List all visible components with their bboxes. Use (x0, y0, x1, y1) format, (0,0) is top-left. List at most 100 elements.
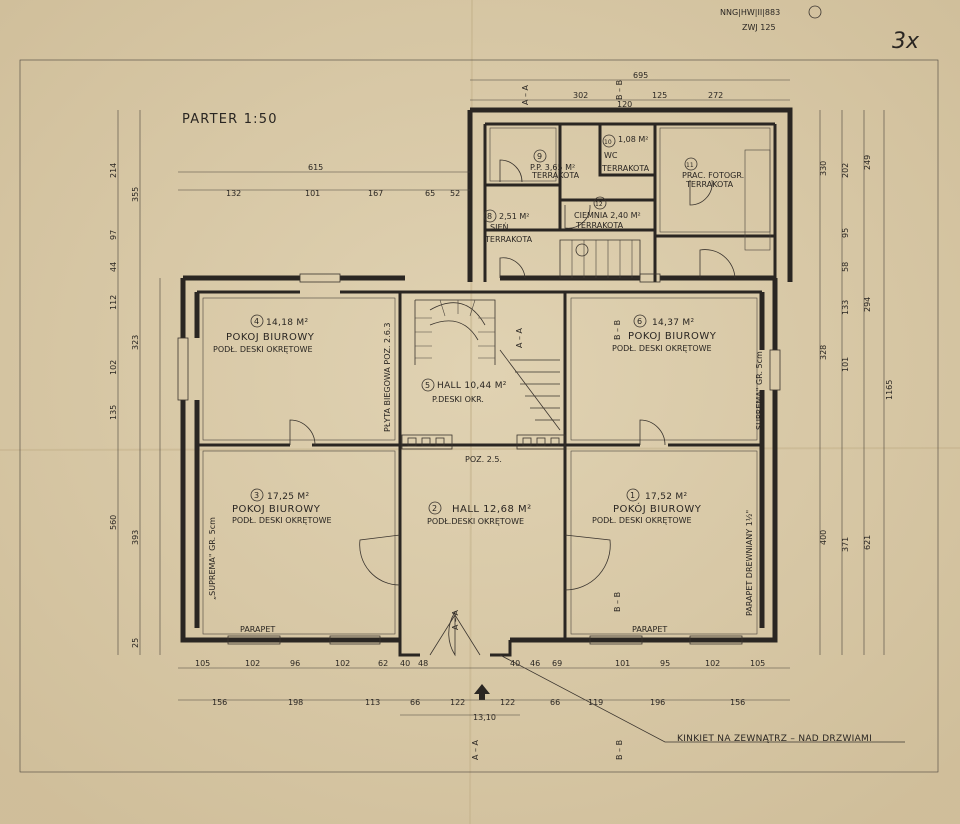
svg-text:TERRAKOTA: TERRAKOTA (531, 171, 580, 180)
section-bb-top: B – B (615, 80, 624, 100)
svg-text:4: 4 (254, 317, 259, 326)
svg-text:66: 66 (550, 698, 560, 707)
svg-text:1165: 1165 (885, 380, 894, 400)
svg-text:272: 272 (708, 91, 723, 100)
svg-text:393: 393 (131, 530, 140, 545)
room-5-label: 5 HALL 10,44 M² P.DESKI OKR. (421, 378, 507, 404)
parapet-label-left: PARAPET (240, 625, 275, 634)
svg-text:3: 3 (254, 491, 259, 500)
svg-text:44: 44 (109, 262, 118, 272)
svg-text:12: 12 (595, 201, 603, 208)
svg-text:355: 355 (131, 187, 140, 202)
section-bb-mid: B – B (613, 320, 622, 340)
svg-text:102: 102 (705, 659, 720, 668)
svg-text:POKOJ BIUROWY: POKOJ BIUROWY (232, 504, 321, 515)
svg-text:P.DESKI OKR.: P.DESKI OKR. (432, 395, 484, 404)
dims-bottom-row1: 105 102 96 102 62 40 48 40 46 69 101 95 … (195, 659, 765, 668)
svg-text:17,25 M²: 17,25 M² (267, 492, 309, 502)
svg-text:TERRAKOTA: TERRAKOTA (601, 164, 650, 173)
svg-text:621: 621 (863, 535, 872, 550)
svg-text:48: 48 (418, 659, 428, 668)
svg-text:112: 112 (109, 295, 118, 310)
sheet-code-2: ZWJ 125 (742, 23, 776, 32)
dimension-lines (117, 79, 885, 716)
svg-text:101: 101 (841, 357, 850, 372)
section-bb-low: B – B (613, 592, 622, 612)
svg-text:102: 102 (335, 659, 350, 668)
dims-bottom-row2: 156 198 113 66 122 122 66 119 196 156 (212, 698, 745, 707)
kinkiet-label: KINKIET NA ZEWNĄTRZ – NAD DRZWIAMI (677, 734, 872, 744)
drawing-border (19, 59, 939, 773)
svg-text:SIEŃ: SIEŃ (490, 221, 508, 232)
svg-text:HALL 10,44 M²: HALL 10,44 M² (437, 381, 507, 391)
svg-text:62: 62 (378, 659, 388, 668)
svg-text:P.P. 3,65 M²: P.P. 3,65 M² (530, 163, 575, 172)
svg-text:119: 119 (588, 698, 603, 707)
section-aa-bottom: A – A (471, 739, 480, 760)
chimneys (401, 434, 566, 450)
svg-text:560: 560 (109, 515, 118, 530)
section-bb-bottom: B – B (615, 740, 624, 760)
svg-text:196: 196 (650, 698, 665, 707)
svg-text:97: 97 (109, 230, 118, 240)
svg-text:214: 214 (109, 163, 118, 178)
svg-text:113: 113 (365, 698, 380, 707)
dims-left: 214 355 97 44 112 323 102 135 560 393 25 (109, 163, 140, 648)
room-4-label: 4 14,18 M² POKOJ BIUROWY PODŁ. DESKI OKR… (213, 314, 314, 354)
svg-text:132: 132 (226, 189, 241, 198)
svg-text:125: 125 (652, 91, 667, 100)
svg-text:9: 9 (537, 152, 542, 161)
svg-text:10: 10 (604, 139, 612, 146)
svg-text:330: 330 (819, 161, 828, 176)
stamp-circle (808, 5, 822, 19)
svg-text:96: 96 (290, 659, 300, 668)
plan-title: PARTER 1:50 (182, 112, 278, 127)
svg-text:1: 1 (630, 491, 635, 500)
svg-text:294: 294 (863, 297, 872, 312)
section-aa-top: A – A (521, 84, 530, 105)
svg-text:PODŁ. DESKI OKRĘTOWE: PODŁ. DESKI OKRĘTOWE (612, 344, 712, 353)
svg-text:17,52 M²: 17,52 M² (645, 492, 687, 502)
svg-text:133: 133 (841, 300, 850, 315)
svg-text:TERRAKOTA: TERRAKOTA (685, 180, 734, 189)
svg-text:TERRAKOTA: TERRAKOTA (575, 221, 624, 230)
svg-text:302: 302 (573, 91, 588, 100)
svg-text:11: 11 (686, 162, 694, 169)
dims-right: 330 249 202 95 58 133 294 1165 328 101 4… (819, 155, 894, 552)
svg-text:5: 5 (425, 381, 430, 390)
svg-text:102: 102 (245, 659, 260, 668)
svg-text:1,08 M²: 1,08 M² (618, 135, 648, 144)
svg-text:95: 95 (841, 228, 850, 238)
svg-text:66: 66 (410, 698, 420, 707)
svg-text:65: 65 (425, 189, 435, 198)
svg-text:400: 400 (819, 530, 828, 545)
sheet-code: NNG|HW|II|883 (720, 8, 780, 17)
entrance-arrow-icon (474, 684, 490, 700)
svg-text:371: 371 (841, 537, 850, 552)
room-10-label: 10 1,08 M² WC TERRAKOTA (601, 134, 650, 173)
section-aa-low: A – A (451, 609, 460, 630)
svg-text:695: 695 (633, 71, 648, 80)
total-width-label: 13,10 (473, 713, 496, 722)
svg-text:2,51 M²: 2,51 M² (499, 212, 529, 221)
svg-text:TERRAKOTA: TERRAKOTA (484, 235, 533, 244)
parapet-label-right: PARAPET (632, 625, 667, 634)
wall-inner-lines (202, 127, 771, 635)
svg-text:6: 6 (637, 317, 642, 326)
svg-text:WC: WC (604, 151, 618, 160)
svg-text:CIEMNIA 2,40 M²: CIEMNIA 2,40 M² (574, 211, 641, 220)
suprema-label-left: „SUPREMA" GR. 5cm (208, 517, 217, 600)
room-8-label: 8 2,51 M² SIEŃ TERRAKOTA (483, 209, 533, 244)
svg-text:14,37 M²: 14,37 M² (652, 318, 694, 328)
svg-text:PODŁ.DESKI OKRĘTOWE: PODŁ.DESKI OKRĘTOWE (427, 517, 524, 526)
svg-text:198: 198 (288, 698, 303, 707)
svg-text:105: 105 (195, 659, 210, 668)
svg-text:POKOJ BIUROWY: POKOJ BIUROWY (628, 331, 717, 342)
room-9-label: 9 P.P. 3,65 M² TERRAKOTA (530, 149, 580, 180)
svg-text:101: 101 (305, 189, 320, 198)
svg-text:105: 105 (750, 659, 765, 668)
svg-text:PODŁ. DESKI OKRĘTOWE: PODŁ. DESKI OKRĘTOWE (592, 516, 692, 525)
main-staircase (414, 299, 561, 431)
suprema-label-right: SUPREMA" GR. 5cm (755, 351, 764, 430)
svg-text:122: 122 (450, 698, 465, 707)
